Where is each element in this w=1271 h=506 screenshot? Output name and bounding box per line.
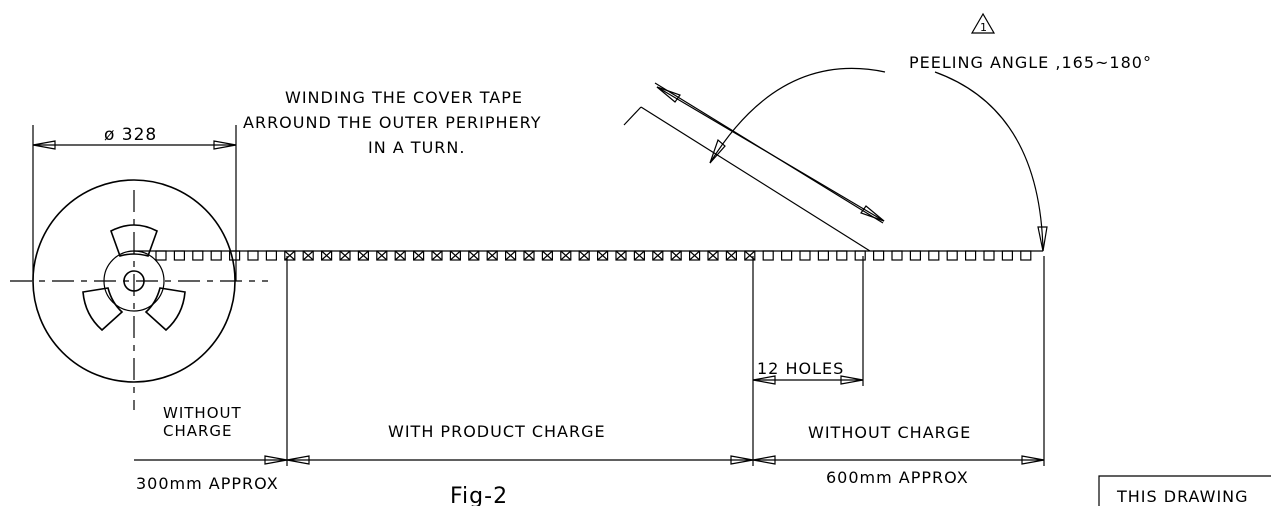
- tape-pocket-filled: [725, 250, 738, 261]
- tape-pocket-filled: [688, 250, 701, 261]
- tape-pocket-filled: [615, 250, 627, 261]
- diameter-label: ø 328: [104, 125, 157, 145]
- tape-pocket-empty: [946, 250, 958, 261]
- leader-without-label-line1: WITHOUT: [163, 404, 242, 422]
- tape-pocket-filled: [560, 250, 572, 261]
- title-block-text: THIS DRAWING: [1116, 487, 1249, 506]
- tape-pocket-empty: [891, 250, 903, 261]
- winding-leader: [623, 106, 642, 126]
- figure-caption: Fig-2: [450, 484, 508, 506]
- tape-pocket-empty: [983, 250, 995, 261]
- tape-pocket-empty: [229, 250, 241, 261]
- tape-pocket-empty: [780, 250, 793, 261]
- tape-pockets: [155, 250, 1032, 261]
- title-block: THIS DRAWING: [1098, 475, 1271, 506]
- tape-pocket-empty: [173, 250, 185, 261]
- winding-note-line2: ARROUND THE OUTER PERIPHERY: [243, 113, 542, 132]
- tape-pocket-filled: [284, 250, 296, 261]
- section-boundaries: [286, 256, 1045, 466]
- tape-pocket-empty: [817, 250, 830, 261]
- tape-pocket-filled: [486, 250, 498, 261]
- tape-pocket-empty: [872, 250, 885, 261]
- trailer-length-label: 600mm APPROX: [826, 468, 969, 487]
- length-dimensions: [134, 455, 1045, 465]
- tape-pocket-empty: [155, 250, 167, 261]
- tape-pocket-empty: [192, 250, 204, 261]
- tape-pocket-empty: [1020, 250, 1032, 261]
- tape-pocket-filled: [670, 250, 682, 261]
- tape-pocket-filled: [449, 250, 461, 261]
- warning-symbol: 1: [980, 21, 988, 34]
- reel: [10, 179, 268, 410]
- tape-pocket-empty: [247, 250, 259, 261]
- leader-length-label: 300mm APPROX: [136, 474, 279, 493]
- tape-pocket-filled: [339, 250, 351, 261]
- tape-pocket-filled: [652, 250, 664, 261]
- holes-dimension: 12 HOLES: [752, 256, 864, 386]
- tape-pocket-empty: [964, 250, 977, 261]
- tape-pocket-empty: [836, 250, 848, 261]
- tape-pocket-filled: [744, 250, 756, 261]
- leader-without-label-line2: CHARGE: [163, 422, 233, 440]
- tape-pocket-filled: [357, 250, 369, 261]
- tape-pocket-empty: [210, 250, 222, 261]
- tape-pocket-empty: [1001, 250, 1014, 261]
- tape-pocket-filled: [541, 250, 554, 261]
- tape-pocket-empty: [909, 250, 922, 261]
- warning-triangle-icon: 1: [970, 12, 996, 34]
- tape-pocket-filled: [321, 250, 333, 261]
- tape-pocket-filled: [468, 250, 480, 261]
- winding-note-line1: WINDING THE COVER TAPE: [285, 88, 523, 107]
- tape-pocket-empty: [762, 250, 774, 261]
- tape-pocket-filled: [505, 250, 517, 261]
- tape-pocket-filled: [578, 250, 590, 261]
- tape-pocket-filled: [707, 250, 719, 261]
- tape-pocket-filled: [413, 250, 425, 261]
- tape-pocket-empty: [928, 250, 940, 261]
- tape-pocket-filled: [523, 250, 535, 261]
- reel-window-top: [110, 224, 158, 257]
- with-product-charge-label: WITH PRODUCT CHARGE: [388, 422, 606, 441]
- peeling-angle-label: PEELING ANGLE ,165~180°: [909, 53, 1152, 72]
- tape-pocket-filled: [394, 250, 406, 261]
- trailer-without-charge-label: WITHOUT CHARGE: [808, 423, 971, 442]
- tape-pocket-filled: [302, 250, 314, 261]
- tape-pocket-empty: [265, 250, 277, 261]
- tape-pocket-filled: [633, 250, 646, 261]
- tape-pocket-filled: [596, 250, 609, 261]
- reel-window-left: [82, 287, 124, 332]
- peeled-cover-tape: [640, 82, 885, 252]
- winding-note-line3: IN A TURN.: [368, 138, 465, 157]
- holes-label: 12 HOLES: [757, 359, 844, 378]
- diameter-dimension: ø 328: [32, 125, 237, 281]
- tape-pocket-filled: [431, 250, 443, 261]
- tape-pocket-empty: [854, 250, 866, 261]
- peeling-angle-arc: [709, 67, 1048, 252]
- carrier-tape: [134, 250, 1043, 261]
- tape-pocket-filled: [376, 250, 388, 261]
- reel-window-right: [144, 287, 186, 332]
- tape-pocket-empty: [799, 250, 811, 261]
